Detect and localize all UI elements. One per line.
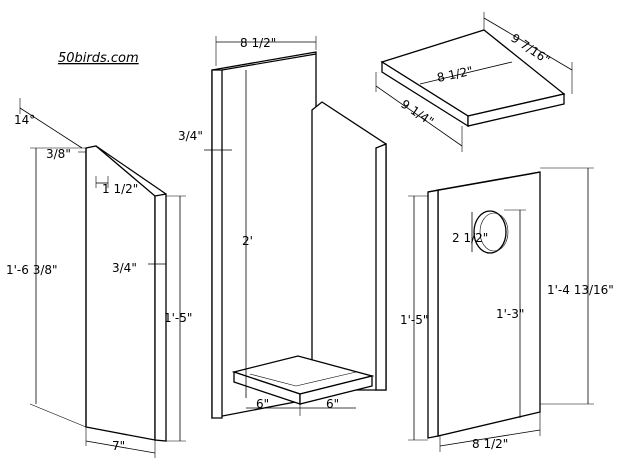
roof: 9 7/16" 8 1/2" 9 1/4" <box>375 12 573 152</box>
floor-depth: 6" <box>256 397 269 411</box>
front-hole-to-bottom: 1'-3" <box>496 307 524 321</box>
floor-width: 6" <box>326 397 339 411</box>
back-thickness: 3/4" <box>178 129 203 143</box>
front-height-right: 1'-4 13/16" <box>547 283 614 297</box>
side-thickness: 3/4" <box>112 261 137 275</box>
front-hole: 2 1/2" <box>452 231 488 245</box>
side-top-offset: 3/8" <box>46 147 71 161</box>
side-top-width: 1 1/2" <box>102 182 138 196</box>
side-height-long: 1'-6 3/8" <box>6 263 58 277</box>
side-top-angle: 14° <box>14 113 35 127</box>
watermark: 50birds.com <box>58 51 139 66</box>
side-height-short: 1'-5" <box>164 311 192 325</box>
back-height: 2' <box>242 234 253 248</box>
back-assembly: 8 1/2" 3/4" 2' 6" 6" <box>178 36 387 419</box>
front-height-left: 1'-5" <box>400 313 428 327</box>
back-width: 8 1/2" <box>240 36 276 50</box>
front-piece: 2 1/2" 1'-5" 1'-3" 1'-4 13/16" 8 1/2" <box>400 167 614 452</box>
front-width: 8 1/2" <box>472 437 508 451</box>
side-piece: 14° 3/8" 1 1/2" 1'-6 3/8" 3/4" 1'-5" 7" <box>6 98 192 458</box>
side-bottom-width: 7" <box>112 439 125 453</box>
